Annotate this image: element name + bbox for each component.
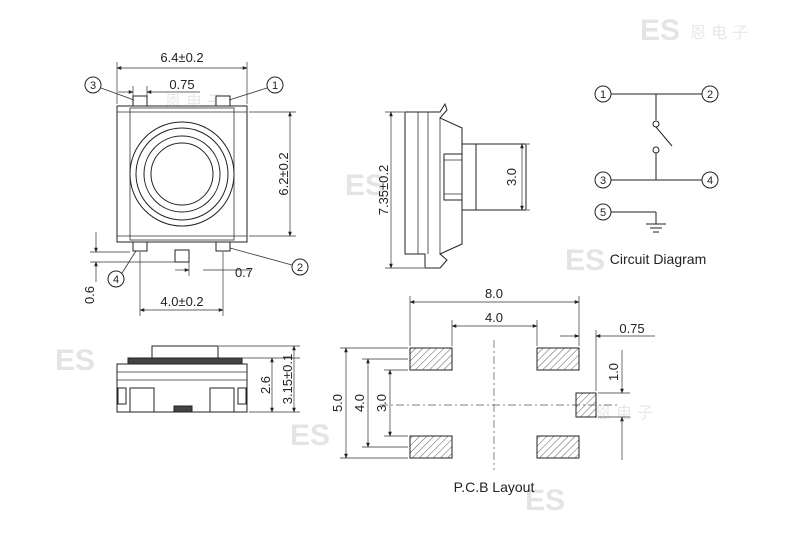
pcb-pitch-v-dim-label: 3.0 bbox=[374, 394, 389, 412]
pin-callout-1 bbox=[266, 76, 284, 94]
top-view: 6.4±0.2 0.75 6.2±0.2 4.0±0.2 0.7 0.6 3 1 bbox=[82, 50, 309, 316]
watermark-logo: ES bbox=[640, 14, 680, 47]
pcb-layout: 8.0 4.0 0.75 1.0 5.0 4.0 3.0 P.C.B Layou… bbox=[330, 286, 655, 495]
ground-tab bbox=[174, 249, 190, 263]
pin-2-bottom bbox=[215, 241, 231, 252]
pcb-height-dim-label: 5.0 bbox=[330, 394, 345, 412]
svg-text:4: 4 bbox=[707, 175, 713, 187]
pcb-pad-top-left bbox=[409, 347, 453, 371]
pin-callout-2 bbox=[291, 258, 309, 276]
pcb-pad-ground bbox=[575, 392, 597, 418]
pin-1-top bbox=[215, 95, 231, 107]
button-ring-outer bbox=[129, 121, 235, 227]
pin-callout-4 bbox=[107, 270, 125, 288]
watermark-logo-2: ES bbox=[55, 344, 95, 377]
pcb-title: P.C.B Layout bbox=[454, 479, 535, 495]
watermark-logo-6: ES bbox=[525, 484, 565, 517]
side-view-stem bbox=[475, 143, 527, 211]
pcb-pitch-dim-label: 4.0 bbox=[485, 310, 503, 325]
switch-lever bbox=[655, 126, 673, 147]
pin-callout-3 bbox=[84, 76, 102, 94]
circuit-title: Circuit Diagram bbox=[610, 251, 706, 267]
watermark-logo-3: ES bbox=[345, 169, 385, 202]
svg-text:3: 3 bbox=[600, 175, 606, 187]
svg-text:3: 3 bbox=[90, 80, 96, 92]
watermark-logo-4: ES bbox=[565, 244, 605, 277]
pcb-pad-top-right bbox=[536, 347, 580, 371]
height-dim-label: 6.2±0.2 bbox=[276, 152, 291, 195]
svg-text:1: 1 bbox=[600, 89, 606, 101]
button-actuator bbox=[150, 142, 214, 206]
front-view: 2.6 3.15±0.1 bbox=[116, 345, 300, 413]
svg-text:1: 1 bbox=[272, 80, 278, 92]
foot-dim-label: 0.6 bbox=[82, 286, 97, 304]
pcb-pad-bottom-left bbox=[409, 435, 453, 459]
pcb-width-dim-label: 8.0 bbox=[485, 286, 503, 301]
pitch-dim-label: 4.0±0.2 bbox=[160, 294, 203, 309]
pcb-pad-width-dim-label: 0.75 bbox=[619, 321, 644, 336]
side-total-dim-label: 7.35±0.2 bbox=[376, 165, 391, 216]
width-dim-label: 6.4±0.2 bbox=[160, 50, 203, 65]
stem-dim-label: 3.0 bbox=[504, 168, 519, 186]
front-view-button bbox=[151, 345, 219, 359]
svg-text:4: 4 bbox=[113, 274, 119, 286]
watermark-cn: 恩 电 子 bbox=[690, 23, 748, 42]
watermark: ES 恩 电 子 ES ES ES ES ES 恩 电 子 恩 电 子 bbox=[55, 14, 748, 517]
switch-contact-top bbox=[652, 120, 660, 128]
pcb-pad-height-dim-label: 1.0 bbox=[606, 363, 621, 381]
pin-4-bottom bbox=[132, 241, 148, 252]
circuit-diagram: 1 2 3 4 5 Circuit Diagram bbox=[594, 85, 719, 267]
svg-text:2: 2 bbox=[297, 262, 303, 274]
pin-3-top bbox=[132, 95, 148, 107]
pcb-pad-bottom-right bbox=[536, 435, 580, 459]
side-view: 7.35±0.2 3.0 bbox=[376, 102, 530, 269]
watermark-cn-3: 恩 电 子 bbox=[595, 403, 653, 422]
pin-width-label: 0.75 bbox=[169, 77, 194, 92]
svg-text:2: 2 bbox=[707, 89, 713, 101]
pcb-inner-dim-label: 4.0 bbox=[352, 394, 367, 412]
top-view-body bbox=[116, 105, 248, 243]
svg-text:5: 5 bbox=[600, 207, 606, 219]
watermark-logo-5: ES bbox=[290, 419, 330, 452]
front-total-dim-label: 3.15±0.1 bbox=[280, 354, 295, 405]
ground-icon bbox=[646, 223, 666, 233]
switch-contact-bottom bbox=[652, 146, 660, 154]
lead-dim-label: 0.7 bbox=[235, 265, 253, 280]
front-height-dim-label: 2.6 bbox=[258, 376, 273, 394]
side-view-body bbox=[404, 102, 463, 269]
side-view-collar bbox=[461, 143, 477, 211]
